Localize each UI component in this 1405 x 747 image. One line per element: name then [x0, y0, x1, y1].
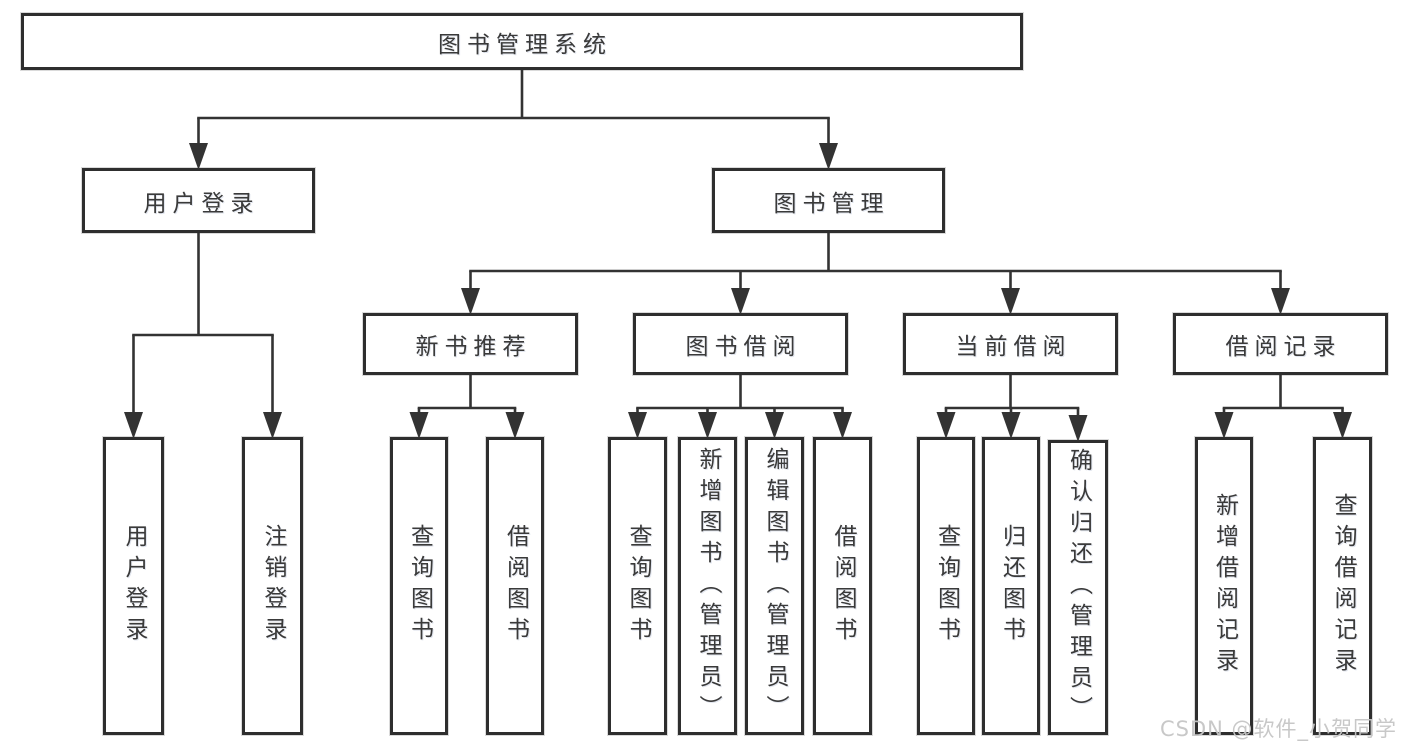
- node-leaf-br-query: 查询借阅记录: [1313, 437, 1372, 735]
- node-user-login: 用户登录: [82, 168, 315, 233]
- node-borrow-records: 借阅记录: [1173, 313, 1388, 375]
- node-leaf-bb-borrow: 借阅图书: [813, 437, 872, 735]
- node-leaf-bb-add: 新增图书（管理员）: [678, 437, 737, 735]
- node-leaf-cb-confirm: 确认归还（管理员）: [1048, 440, 1108, 735]
- node-new-book-rec: 新书推荐: [363, 313, 578, 375]
- node-root: 图书管理系统: [21, 13, 1023, 70]
- node-label-leaf-cb-query: 查询图书: [933, 524, 960, 648]
- arrowhead-leaf-bb-add: [698, 412, 717, 439]
- arrowhead-leaf-rec-query: [409, 412, 429, 439]
- node-current-borrow: 当前借阅: [903, 313, 1118, 375]
- arrowhead-leaf-bb-query: [628, 412, 647, 439]
- arrowhead-new-book-rec: [461, 288, 480, 315]
- node-label-leaf-logout: 注销登录: [260, 524, 286, 648]
- node-label-leaf-br-add: 新增借阅记录: [1211, 493, 1238, 679]
- node-label-leaf-bb-add: 新增图书（管理员）: [695, 446, 721, 726]
- node-label-leaf-user-login: 用户登录: [121, 524, 147, 648]
- csdn-watermark: CSDN @软件_小贺同学: [1160, 717, 1398, 741]
- node-label-book-mgmt: 图书管理: [773, 190, 890, 217]
- arrowhead-borrow-records: [1271, 288, 1290, 315]
- node-label-book-borrow: 图书借阅: [685, 334, 802, 360]
- node-book-borrow: 图书借阅: [633, 313, 848, 375]
- node-label-leaf-cb-return: 归还图书: [998, 524, 1025, 648]
- node-leaf-logout: 注销登录: [242, 437, 303, 735]
- node-label-borrow-records: 借阅记录: [1225, 334, 1342, 360]
- node-label-leaf-rec-borrow: 借阅图书: [502, 524, 529, 648]
- node-leaf-bb-query: 查询图书: [608, 437, 667, 735]
- node-label-leaf-bb-edit: 编辑图书（管理员）: [762, 446, 788, 726]
- node-leaf-rec-query: 查询图书: [390, 437, 448, 735]
- arrowhead-leaf-cb-return: [1001, 412, 1021, 439]
- arrowhead-current-borrow: [1001, 288, 1020, 315]
- node-label-leaf-bb-borrow: 借阅图书: [830, 524, 856, 648]
- node-leaf-rec-borrow: 借阅图书: [486, 437, 544, 735]
- node-label-current-borrow: 当前借阅: [955, 334, 1072, 360]
- arrowhead-leaf-rec-borrow: [505, 412, 525, 439]
- node-label-leaf-cb-confirm: 确认归还（管理员）: [1065, 448, 1092, 727]
- arrowhead-leaf-bb-edit: [765, 412, 784, 439]
- arrowhead-leaf-logout: [263, 412, 282, 439]
- node-label-leaf-rec-query: 查询图书: [406, 524, 433, 648]
- arrowhead-book-mgmt: [819, 143, 838, 170]
- node-book-mgmt: 图书管理: [712, 168, 945, 233]
- arrowhead-leaf-cb-query: [936, 412, 956, 439]
- node-label-leaf-br-query: 查询借阅记录: [1330, 493, 1356, 679]
- node-leaf-cb-query: 查询图书: [917, 437, 975, 735]
- node-label-user-login: 用户登录: [143, 190, 260, 217]
- arrowhead-leaf-br-query: [1333, 412, 1352, 439]
- arrowhead-leaf-bb-borrow: [833, 412, 852, 439]
- arrowhead-user-login: [189, 143, 208, 170]
- node-leaf-cb-return: 归还图书: [982, 437, 1040, 735]
- node-label-new-book-rec: 新书推荐: [415, 334, 532, 360]
- arrowhead-book-borrow: [731, 288, 750, 315]
- node-leaf-br-add: 新增借阅记录: [1195, 437, 1253, 735]
- node-leaf-user-login: 用户登录: [103, 437, 164, 735]
- arrowhead-leaf-user-login: [124, 412, 143, 439]
- arrowhead-leaf-br-add: [1214, 412, 1234, 439]
- node-leaf-bb-edit: 编辑图书（管理员）: [745, 437, 804, 735]
- node-label-leaf-bb-query: 查询图书: [625, 524, 651, 648]
- node-label-root: 图书管理系统: [438, 31, 612, 58]
- arrowhead-leaf-cb-confirm: [1068, 415, 1088, 442]
